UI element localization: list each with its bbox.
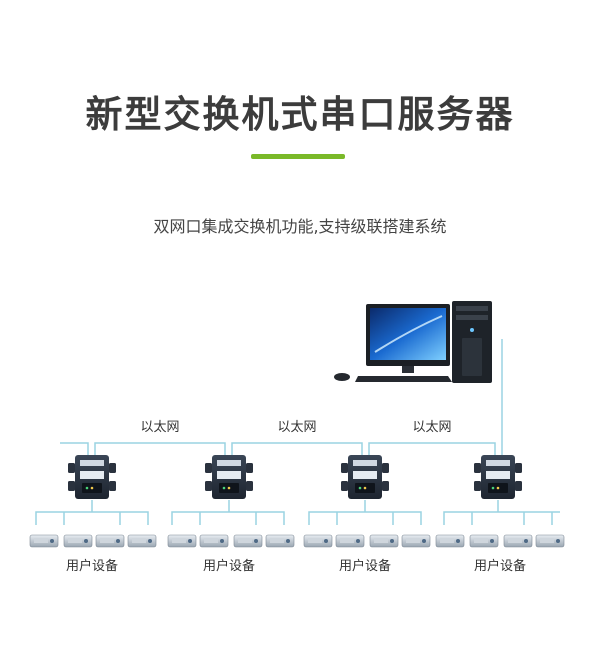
computer [334,301,492,383]
ethernet-link-line [368,442,496,455]
user-device-label: 用户设备 [474,558,526,574]
ethernet-label: 以太网 [412,420,451,435]
ethernet-label: 以太网 [140,420,179,435]
user-device-icon [265,534,295,548]
user-device-icon [167,534,197,548]
user-device-icon [369,534,399,548]
monitor-icon [366,304,450,373]
user-device-label: 用户设备 [339,558,391,574]
page-subtitle: 双网口集成交换机功能,支持级联搭建系统 [153,217,447,236]
keyboard-icon [355,376,452,382]
serial-server-icon [205,455,253,499]
device-bus [443,500,560,525]
serial-server-icon [68,455,116,499]
device-bus [35,500,149,525]
user-device-label: 用户设备 [66,558,118,574]
user-device-icon [401,534,431,548]
user-device-icon [469,534,499,548]
user-device-icon [199,534,229,548]
ethernet-link-line [60,442,89,455]
user-device-icon [95,534,125,548]
user-device-icon [233,534,263,548]
user-device-icon [435,534,465,548]
device-bus-lines [35,500,560,525]
tower-icon [452,301,492,383]
page-title: 新型交换机式串口服务器 [85,93,515,136]
user-devices [29,534,565,548]
serial-servers [68,455,522,499]
mouse-icon [334,373,350,381]
ethernet-link-line [94,442,226,455]
ethernet-label: 以太网 [277,420,316,435]
user-device-icon [535,534,565,548]
user-device-icon [335,534,365,548]
title-underline [251,154,345,159]
ethernet-link-line [231,442,363,455]
connection-lines [60,339,503,455]
user-device-icon [63,534,93,548]
device-bus [308,500,422,525]
user-device-label: 用户设备 [203,558,255,574]
user-device-icon [503,534,533,548]
user-device-icon [127,534,157,548]
serial-server-icon [474,455,522,499]
user-device-icon [303,534,333,548]
user-device-icon [29,534,59,548]
device-bus [171,500,285,525]
serial-server-icon [341,455,389,499]
